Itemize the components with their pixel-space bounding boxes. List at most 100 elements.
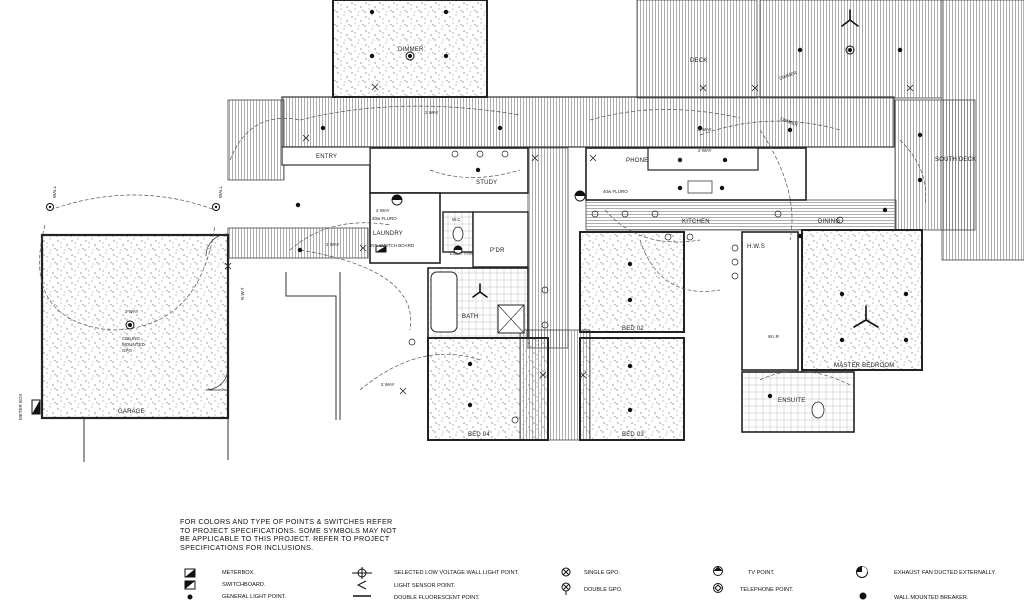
- label-bed2: BED 02: [622, 326, 644, 332]
- label-entry: ENTRY: [316, 154, 337, 160]
- wiring-arcs: [39, 105, 927, 391]
- label-meterbox: METER BOX: [18, 393, 23, 420]
- bed4-room: [427, 337, 549, 441]
- kitchen-island: [647, 147, 759, 171]
- ensuite-room: [741, 371, 855, 433]
- study-room: [369, 147, 529, 194]
- label-kitchen: KITCHEN: [682, 219, 710, 225]
- note-line: FOR COLORS AND TYPE OF POINTS & SWITCHES…: [180, 517, 393, 526]
- label-ceiling-gpo-1: CEILING: [122, 336, 141, 341]
- legend-low-voltage: SELECTED LOW VOLTAGE WALL LIGHT POINT.: [394, 570, 519, 576]
- label-2way-laundry: 2 WAY: [326, 242, 340, 247]
- bed3-room: [579, 337, 685, 441]
- label-light-fan: LIGHT FAN: [450, 251, 473, 256]
- label-garage: GARAGE: [118, 409, 145, 415]
- legend-wall-breaker: WALL MOUNTED BREAKER.: [894, 595, 969, 601]
- label-dimmer: DIMMER: [398, 47, 424, 53]
- tv-point-legend-icon: [713, 566, 723, 576]
- meterbox-legend-icon: [184, 568, 196, 578]
- label-dimmer-deck: DIMMER: [779, 70, 799, 81]
- legend-tv-point: TV POINT.: [748, 570, 775, 576]
- double-fluoro-legend-icon: [353, 595, 371, 597]
- label-fluro-laundry: 40w FLURO: [372, 216, 397, 221]
- wall-breaker-legend-icon: [859, 592, 867, 600]
- label-bed3: BED 03: [622, 432, 644, 438]
- deck-top-right: [636, 0, 758, 99]
- legend-telephone-point: TELEPHONE POINT.: [740, 587, 794, 593]
- central-passage: [527, 147, 569, 349]
- garage-room: [40, 233, 230, 420]
- driveway-lines: [83, 272, 341, 462]
- label-study: STUDY: [476, 180, 497, 186]
- bath-tub: [430, 271, 458, 333]
- label-wall-left: WALL: [52, 185, 57, 198]
- exhaust-fan-legend-icon: [856, 566, 868, 578]
- label-bed4: BED 04: [468, 432, 490, 438]
- low-voltage-legend-icon: [352, 567, 372, 579]
- exhaust-fans: [391, 190, 586, 255]
- garage-wall-lights: [46, 203, 220, 211]
- label-wir: W.I.R: [768, 334, 780, 339]
- label-switchboard: INT. SWITCH BOARD: [370, 243, 415, 248]
- ceiling-fans: [472, 9, 879, 328]
- kitchen-sink: [687, 180, 713, 194]
- label-south-deck: SOUTH DECK: [935, 157, 976, 163]
- specification-note: FOR COLORS AND TYPE OF POINTS & SWITCHES…: [180, 517, 430, 552]
- wir-room: [741, 231, 799, 371]
- label-2way-hall: 2 WAY: [425, 110, 439, 115]
- dimmer-room: [332, 0, 488, 98]
- legend-switchboard: SWITCHBOARD.: [222, 582, 266, 588]
- single-gpo-legend-icon: [561, 567, 571, 577]
- light-point-legend-icon: [187, 594, 193, 600]
- label-ensuite: ENSUITE: [778, 398, 805, 404]
- label-pdr: P'DR: [490, 248, 505, 254]
- entry-deck: [227, 99, 285, 181]
- garage-door-arcs: [205, 233, 229, 391]
- switch-marks: [224, 83, 914, 395]
- label-2way-study: 2 WAY: [376, 208, 390, 213]
- legend-light-sensor: LIGHT SENSOR POINT.: [394, 583, 456, 589]
- label-2way-phone: 2 WAY: [698, 148, 712, 153]
- label-laundry: LAUNDRY: [373, 231, 403, 237]
- label-rwt: R.W.T: [240, 287, 245, 300]
- label-dining: DINING: [818, 219, 840, 225]
- legend-single-gpo: SINGLE GPO.: [584, 570, 621, 576]
- south-deck-area: [894, 99, 976, 231]
- dimmer-lights: [125, 45, 855, 330]
- label-master: MASTER BEDROOM: [834, 363, 894, 369]
- master-bedroom-room: [801, 229, 923, 371]
- legend-general-light: GENERAL LIGHT POINT.: [222, 594, 287, 600]
- legend-meterbox: METERBOX.: [222, 570, 255, 576]
- label-2way-kitchen: 2 WAY: [698, 127, 712, 132]
- kitchen-band: [585, 199, 897, 231]
- pdr-room: [472, 211, 529, 268]
- legend-exhaust-fan: EXHAUST FAN DUCTED EXTERNALLY.: [894, 570, 996, 576]
- toilets: [452, 226, 825, 419]
- note-line: BE APPLICABLE TO THIS PROJECT. REFER TO …: [180, 534, 390, 544]
- note-line: SPECIFICATIONS FOR INCLUSIONS.: [180, 542, 314, 552]
- label-fluro-kitchen: 40w FLURO: [603, 189, 628, 194]
- label-ceiling-gpo-3: GPO: [122, 348, 133, 353]
- label-2way-garage: 2 WAY: [125, 309, 139, 314]
- telephone-point-legend-icon: [713, 583, 723, 593]
- laundry-passage: [227, 227, 369, 259]
- entry-room: [281, 146, 371, 166]
- label-deck: DECK: [690, 58, 707, 64]
- legend-double-gpo: DOUBLE GPO.: [584, 587, 623, 593]
- bed2-room: [579, 231, 685, 333]
- label-wc: W.C: [452, 217, 461, 222]
- label-bath: BATH: [462, 314, 478, 320]
- light-points: [295, 9, 923, 413]
- label-phone: PHONE: [626, 158, 648, 164]
- light-sensor-legend-icon: [356, 580, 367, 590]
- gpo-symbols: [408, 150, 844, 424]
- label-dimmer-hall: DIMMER: [780, 116, 800, 127]
- hallway-band: [281, 96, 895, 148]
- label-2way-bottom: 2 WAY: [381, 382, 395, 387]
- switchboard-legend-icon: [184, 580, 196, 590]
- legend-double-fluoro: DOUBLE FLUORESCENT POINT.: [394, 595, 480, 601]
- note-line: TO PROJECT SPECIFICATIONS. SOME SYMBOLS …: [180, 525, 397, 535]
- label-hws: H.W.S: [747, 244, 765, 250]
- double-gpo-legend-icon: [561, 582, 571, 595]
